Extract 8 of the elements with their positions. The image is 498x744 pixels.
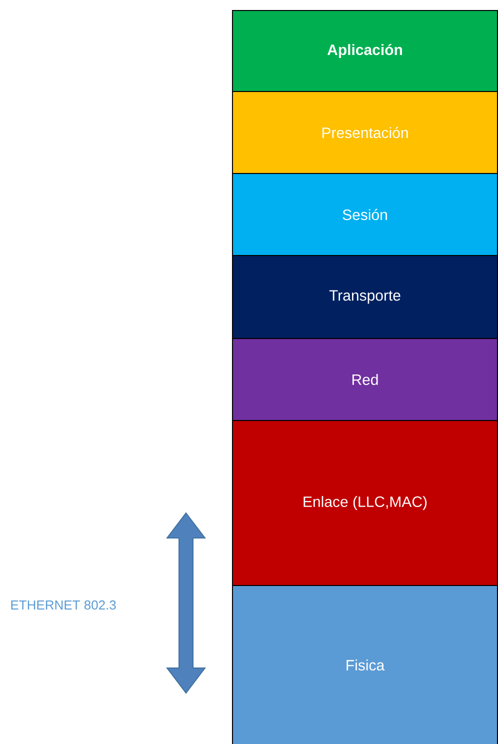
layer-box: Presentación: [232, 91, 498, 174]
span-label: ETHERNET 802.3: [11, 600, 116, 610]
layer-box: Enlace (LLC,MAC): [232, 420, 498, 586]
layer-box: Aplicación: [232, 10, 498, 92]
layer-box: Transporte: [232, 255, 498, 339]
layer-box: Fisica: [232, 585, 498, 744]
layer-box: Red: [232, 338, 498, 421]
layer-box: Sesión: [232, 173, 498, 256]
